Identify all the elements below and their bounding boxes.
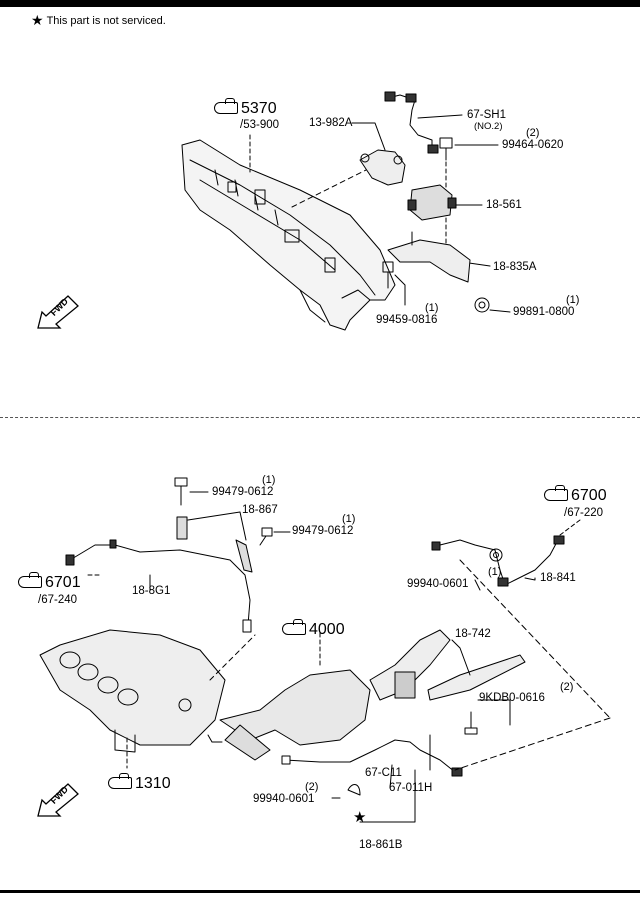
catalytic-converter-drawing [207, 629, 451, 761]
label-99891-0800[interactable]: 99891-0800 [513, 306, 575, 318]
label-99464-0620[interactable]: 99464-0620 [502, 139, 564, 151]
ref-6700[interactable]: 6700 /67-220 [544, 485, 607, 519]
ref-1310[interactable]: 1310 [108, 773, 171, 792]
label-67-SH1[interactable]: 67-SH1 [467, 109, 506, 121]
dash-panel-member-drawing [181, 139, 396, 331]
pointing-hand-icon [282, 619, 306, 635]
bracket-18-742-drawing [427, 654, 526, 701]
star-icon: ★ [31, 12, 44, 28]
label-18-867[interactable]: 18-867 [242, 504, 278, 516]
qty-99464: (2) [526, 127, 540, 139]
sensor-18-8G1-drawing [65, 539, 252, 633]
label-67-C11[interactable]: 67-C11 [365, 767, 402, 779]
leader-99459 [394, 274, 406, 306]
label-99479-0612-top[interactable]: 99479-0612 [212, 486, 274, 498]
bracket-13-982A-drawing [359, 149, 406, 186]
service-note-text: This part is not serviced. [46, 15, 166, 27]
label-18-861B[interactable]: 18-861B [359, 839, 403, 851]
sensor-18-861B-drawing [281, 739, 463, 796]
top-border [0, 0, 640, 7]
qty-9KDB0: (2) [560, 681, 574, 693]
label-67-SH1-note: (NO.2) [474, 121, 503, 132]
exhaust-manifold-drawing [39, 629, 226, 753]
leader-front-sensor [459, 559, 611, 719]
leader-module-link [291, 167, 371, 208]
leader-9KDB0 [477, 699, 511, 726]
qty-99940-bottom: (2) [305, 781, 319, 793]
qty-99479-right: (1) [342, 513, 356, 525]
service-note: ★This part is not serviced. [31, 12, 166, 29]
pointing-hand-icon [18, 572, 42, 588]
label-18-742[interactable]: 18-742 [455, 628, 491, 640]
qty-99479-top: (1) [262, 474, 276, 486]
fwd-arrow-icon: FWD [34, 292, 84, 332]
pointing-hand-icon [108, 773, 132, 789]
leader-13-982A [351, 122, 386, 151]
label-13-982A[interactable]: 13-982A [309, 117, 353, 129]
bolt-99464-drawing [439, 137, 453, 161]
label-99479-0612-right[interactable]: 99479-0612 [292, 525, 354, 537]
leader-67-C11 [389, 764, 393, 789]
pointing-hand-icon [214, 98, 238, 114]
leader-rear-sensor [454, 717, 611, 771]
bottom-border [0, 890, 640, 893]
ref-6701[interactable]: 6701 /67-240 [18, 572, 81, 606]
ref-5370[interactable]: 5370 /53-900 [214, 98, 279, 131]
leader-18-742 [451, 639, 471, 676]
label-18-8G1[interactable]: 18-8G1 [132, 585, 171, 597]
pointing-hand-icon [544, 485, 568, 501]
qty-99459: (1) [425, 302, 439, 314]
leader-6700 [559, 519, 581, 536]
label-18-835A[interactable]: 18-835A [493, 261, 537, 273]
qty-99940-top: (1) [488, 566, 502, 578]
harness-67-SH1-drawing [384, 91, 439, 154]
leader-18-841 [524, 577, 536, 581]
bolt-99459-drawing [382, 261, 394, 289]
qty-99891: (1) [566, 294, 580, 306]
label-99940-0601-top[interactable]: 99940-0601 [407, 578, 469, 590]
ref-4000[interactable]: 4000 [282, 619, 345, 638]
label-99940-0601-bottom[interactable]: 99940-0601 [253, 793, 315, 805]
leader-99940-top [474, 579, 481, 591]
fwd-arrow-icon: FWD [34, 780, 84, 820]
leader-18-861B [359, 769, 416, 823]
sensor-18-841-drawing [431, 535, 565, 587]
section-divider [0, 417, 640, 418]
bolt-9KDB0-drawing [464, 711, 478, 735]
leader-99891 [489, 309, 511, 313]
leader-manifold-link [209, 634, 256, 681]
label-67-011H[interactable]: 67-011H [389, 782, 433, 794]
label-18-841[interactable]: 18-841 [540, 572, 576, 584]
label-9KDB0-0616[interactable]: 9KDB0-0616 [479, 692, 545, 704]
leader-18-867 [187, 511, 247, 541]
bracket-18-867-drawing [174, 477, 273, 573]
leader-67-SH1 [417, 114, 463, 119]
star-icon: ★ [353, 809, 367, 826]
module-18-561-drawing [407, 184, 457, 221]
bracket-18-835A-drawing [387, 231, 471, 283]
label-99459-0816[interactable]: 99459-0816 [376, 314, 438, 326]
nut-99891-drawing [474, 297, 490, 313]
label-18-561[interactable]: 18-561 [486, 199, 522, 211]
